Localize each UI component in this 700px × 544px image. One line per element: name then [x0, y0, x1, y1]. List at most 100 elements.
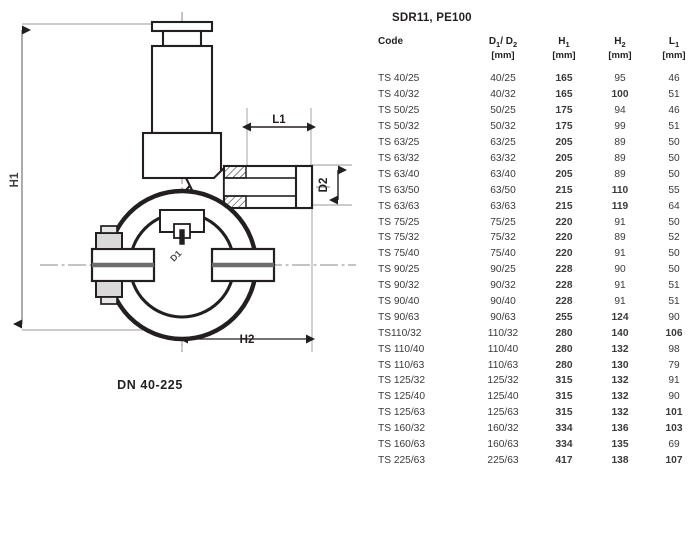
valve-neck — [161, 29, 203, 48]
cell-h1: 215 — [555, 200, 573, 212]
cell-h1: 334 — [555, 438, 573, 450]
table-header-row: Code D1/ D2 [mm] H1 [mm] H2 [mm] — [378, 36, 700, 71]
cell-code: TS 110/40 — [378, 343, 425, 355]
cell-l1: 107 — [665, 454, 683, 466]
saddle-boss — [159, 209, 205, 233]
cell-h2: 140 — [611, 327, 629, 339]
cell-h1: 280 — [555, 359, 573, 371]
cell-l1: 50 — [668, 152, 680, 164]
column-header-code: Code — [378, 36, 470, 71]
cell-code: TS 125/63 — [378, 407, 426, 419]
cell-l1: 51 — [668, 295, 680, 307]
column-header-d1-d2-label: D1/ D2 — [488, 36, 518, 49]
cell-h1: 220 — [555, 232, 573, 244]
cell-code: TS 125/40 — [378, 391, 426, 403]
cell-d: 40/32 — [490, 89, 516, 101]
cell-code: TS 225/63 — [378, 454, 426, 466]
cell-l1: 55 — [668, 184, 680, 196]
cell-d: 110/32 — [487, 327, 519, 339]
cell-h2: 89 — [614, 137, 626, 149]
cell-l1: 79 — [668, 359, 680, 371]
cell-code: TS 40/32 — [378, 89, 420, 101]
cell-code: TS 40/25 — [378, 73, 420, 85]
column-header-d1-d2-unit: [mm] — [491, 49, 515, 61]
cell-code: TS 63/50 — [378, 184, 420, 196]
cell-h2: 124 — [611, 311, 629, 323]
column-header-h1: H1 [mm] — [536, 36, 592, 71]
cell-h1: 205 — [555, 152, 573, 164]
cell-h1: 315 — [555, 391, 573, 403]
cell-h2: 91 — [614, 216, 626, 228]
cell-l1: 91 — [668, 375, 680, 387]
cell-l1: 69 — [668, 438, 680, 450]
cell-d: 50/25 — [490, 105, 516, 117]
section-hatch-top — [223, 165, 247, 179]
column-header-h1-unit: [mm] — [552, 49, 576, 61]
cell-l1: 51 — [668, 280, 680, 292]
cell-h2: 89 — [614, 232, 626, 244]
cell-code: TS110/32 — [378, 327, 422, 339]
cell-d: 160/63 — [487, 438, 519, 450]
cell-l1: 64 — [668, 200, 680, 212]
cell-h2: 110 — [611, 184, 629, 196]
cell-h1: 220 — [555, 248, 573, 260]
cell-code: TS 50/25 — [378, 105, 420, 117]
column-header-l1-unit: [mm] — [662, 49, 686, 61]
cell-l1: 51 — [668, 121, 680, 133]
cell-h2: 95 — [614, 73, 626, 85]
cell-code: TS 50/32 — [378, 121, 420, 133]
label-h1: H1 — [9, 172, 21, 187]
cell-d: 125/32 — [487, 375, 519, 387]
cell-h1: 215 — [555, 184, 573, 196]
cell-h2: 91 — [614, 280, 626, 292]
column-header-h1-label: H1 — [558, 36, 570, 49]
cell-code: TS 63/40 — [378, 168, 420, 180]
cell-h2: 100 — [611, 89, 629, 101]
cell-h2: 135 — [611, 438, 629, 450]
cell-d: 125/40 — [487, 391, 519, 403]
cell-h2: 91 — [614, 248, 626, 260]
cell-code: TS 90/32 — [378, 280, 420, 292]
cell-h1: 205 — [555, 137, 573, 149]
cell-h2: 90 — [614, 264, 626, 276]
cell-d: 40/25 — [490, 73, 516, 85]
cell-l1: 90 — [668, 311, 680, 323]
cell-d: 63/63 — [490, 200, 516, 212]
valve-barrel — [150, 44, 214, 135]
bolt-head-bottom-cap — [100, 296, 118, 305]
cell-d: 125/63 — [487, 407, 519, 419]
cell-h2: 132 — [611, 391, 629, 403]
cell-h1: 175 — [555, 105, 573, 117]
cell-h1: 315 — [555, 375, 573, 387]
cell-d: 63/32 — [490, 152, 516, 164]
cell-h1: 315 — [555, 407, 573, 419]
cell-code: TS 63/25 — [378, 137, 420, 149]
cell-h2: 119 — [611, 200, 629, 212]
cell-h1: 228 — [555, 295, 573, 307]
label-h2: H2 — [240, 334, 255, 346]
cell-h1: 228 — [555, 264, 573, 276]
cell-l1: 51 — [668, 89, 680, 101]
table-title: SDR11, PE100 — [392, 12, 472, 24]
cell-l1: 46 — [668, 105, 680, 117]
cell-l1: 50 — [668, 248, 680, 260]
cell-l1: 46 — [668, 73, 680, 85]
cell-code: TS 110/63 — [378, 359, 425, 371]
cell-h1: 220 — [555, 216, 573, 228]
cell-l1: 50 — [668, 137, 680, 149]
cell-l1: 103 — [665, 423, 683, 435]
cell-h1: 205 — [555, 168, 573, 180]
cell-h1: 280 — [555, 343, 573, 355]
